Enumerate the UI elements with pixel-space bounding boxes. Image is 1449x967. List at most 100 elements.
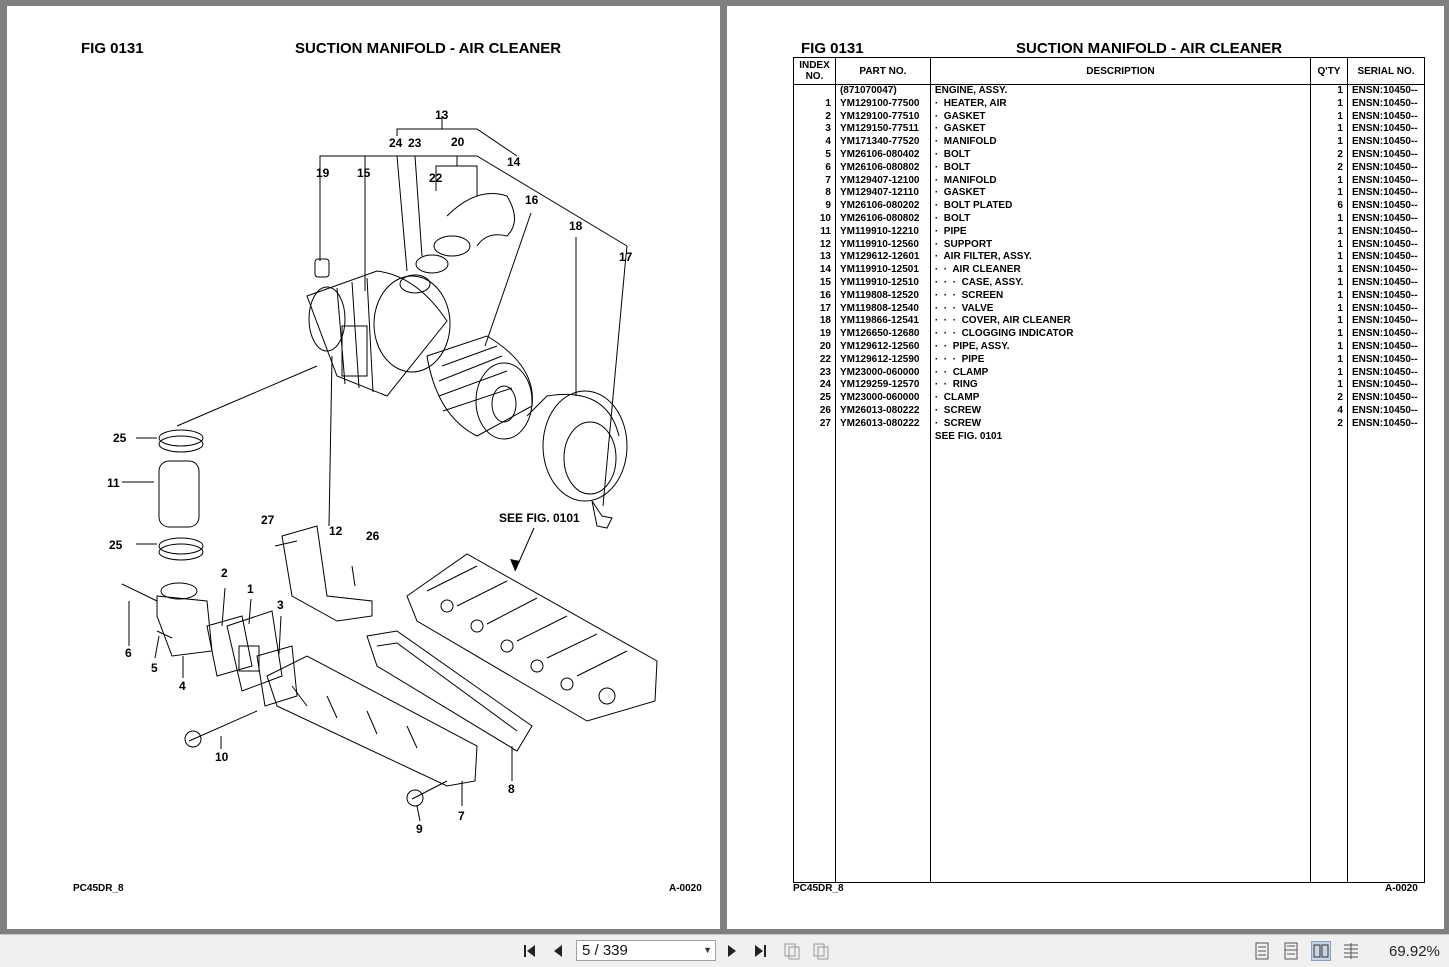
cell-qty [1310,430,1348,444]
header-part: PART NO. [834,57,931,85]
cell-serial: ENSN:10450-- [1346,353,1426,367]
cell-qty: 1 [1310,379,1348,393]
page-indicator: 5 / 339 [582,942,628,959]
cell-part: YM119808-12520 [834,289,931,303]
cell-qty: 1 [1310,276,1348,290]
callout-10: 10 [215,750,229,764]
cell-serial: ENSN:10450-- [1346,200,1426,213]
cell-idx: 3 [793,123,836,137]
callout-8: 8 [508,782,515,796]
callout-11: 11 [107,476,120,490]
callout-26: 26 [366,529,380,543]
continuous-page-icon[interactable] [1281,941,1301,961]
cell-part: YM129100-77500 [834,97,931,111]
cell-desc: · · CLAMP [929,366,1312,380]
cell-qty: 1 [1310,187,1348,201]
cell-idx: 27 [793,417,836,431]
cell-idx: 6 [793,161,836,175]
callout-25a: 25 [113,431,127,445]
see-fig-label: SEE FIG. 0101 [499,511,580,525]
cell-qty: 2 [1310,417,1348,431]
cell-serial: ENSN:10450-- [1346,123,1426,137]
cell-serial: ENSN:10450-- [1346,84,1426,98]
cell-serial: ENSN:10450-- [1346,212,1426,226]
cell-desc: · HEATER, AIR [929,97,1312,111]
cell-serial: ENSN:10450-- [1346,225,1426,239]
cell-part: YM171340-77520 [834,136,931,149]
fit-width-icon[interactable] [811,941,831,961]
callout-20: 20 [451,135,465,149]
cell-idx: 7 [793,174,836,188]
callout-22: 22 [429,171,443,185]
cell-serial: ENSN:10450-- [1346,187,1426,201]
cell-qty: 1 [1310,289,1348,303]
table-header-row: INDEX NO. PART NO. DESCRIPTION Q'TY SERI… [793,57,1426,85]
cell-part: YM26106-080802 [834,212,931,226]
callout-23: 23 [408,136,422,150]
fit-page-icon[interactable] [782,941,802,961]
cell-part: YM129259-12570 [834,379,931,393]
cell-idx: 13 [793,251,836,265]
cell-serial [1346,430,1426,444]
page-title: SUCTION MANIFOLD - AIR CLEANER [295,40,562,57]
callout-3: 3 [277,598,284,612]
cell-desc: · BOLT [929,161,1312,175]
filler-cell [793,443,836,884]
first-page-icon[interactable] [520,941,540,961]
zoom-level[interactable]: 69.92% [1389,943,1440,960]
cell-qty: 1 [1310,212,1348,226]
single-page-icon[interactable] [1252,941,1272,961]
cell-serial: ENSN:10450-- [1346,97,1426,111]
cell-desc: · AIR FILTER, ASSY. [929,251,1312,265]
cell-part: (871070047) [834,84,931,98]
callout-9: 9 [416,822,423,836]
cell-part [834,430,931,444]
table-filler-row [793,443,1426,884]
cell-idx: 23 [793,366,836,380]
cell-serial: ENSN:10450-- [1346,174,1426,188]
cell-desc: · · AIR CLEANER [929,264,1312,277]
cell-qty: 1 [1310,123,1348,137]
cell-qty: 1 [1310,328,1348,341]
cell-desc: · GASKET [929,110,1312,124]
cell-desc: ENGINE, ASSY. [929,84,1312,98]
next-page-icon[interactable] [722,941,742,961]
cell-desc: · · RING [929,379,1312,393]
two-page-icon[interactable] [1311,941,1331,961]
cell-idx: 25 [793,392,836,405]
cell-idx: 18 [793,315,836,329]
callout-14: 14 [507,155,521,169]
filler-cell [834,443,931,884]
callout-16: 16 [525,193,539,207]
prev-page-icon[interactable] [548,941,568,961]
right-page: FIG 0131 SUCTION MANIFOLD - AIR CLEANER … [727,6,1444,929]
cell-desc: · · · SCREEN [929,289,1312,303]
cell-serial: ENSN:10450-- [1346,302,1426,316]
page-number-input[interactable]: 5 / 339 ▼ [576,940,716,961]
cell-serial: ENSN:10450-- [1346,328,1426,341]
pdf-toolbar: 5 / 339 ▼ 69.92% [0,934,1449,967]
cell-part: YM129407-12110 [834,187,931,201]
cell-serial: ENSN:10450-- [1346,238,1426,252]
cell-part: YM23000-060000 [834,392,931,405]
footer-left: PC45DR_8 [73,883,124,894]
cell-serial: ENSN:10450-- [1346,315,1426,329]
callout-1: 1 [247,582,254,596]
cell-idx: 1 [793,97,836,111]
chevron-down-icon[interactable]: ▼ [703,945,712,955]
two-page-continuous-icon[interactable] [1341,941,1361,961]
cell-part: YM129612-12590 [834,353,931,367]
last-page-icon[interactable] [750,941,770,961]
cell-desc: · · · COVER, AIR CLEANER [929,315,1312,329]
